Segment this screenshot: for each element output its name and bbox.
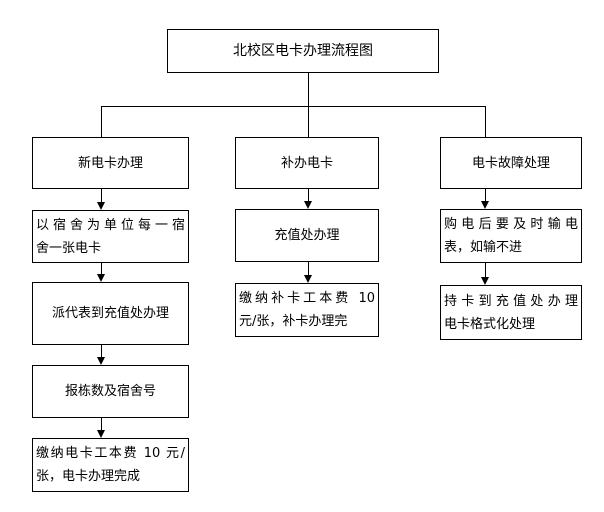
flow-box-recharge-office: 充值处办理	[235, 209, 379, 262]
flow-box-card-fault: 电卡故障处理	[440, 137, 582, 189]
flow-box-line: 元/张，补卡办理完	[239, 314, 348, 329]
flow-box-line: 以宿舍为单位每一宿	[36, 217, 185, 233]
flow-box-pay-card-fee-complete: 缴纳电卡工本费 10 元/ 张，电卡办理完成	[32, 438, 189, 492]
flow-box-pay-reissue-fee: 缴纳补卡工本费 10 元/张，补卡办理完	[235, 283, 379, 337]
flow-box-send-representative: 派代表到充值处办理	[32, 282, 189, 345]
arrow-left-2-head	[97, 274, 105, 282]
arrow-left-1-line	[101, 189, 102, 202]
arrow-left-4-line	[101, 418, 102, 430]
flow-box-label: 电卡故障处理	[471, 155, 550, 171]
flow-box-label: 派代表到充值处办理	[51, 306, 169, 321]
flow-box-line: 持卡到充值处办理	[444, 293, 578, 309]
flow-box-line: 缴纳补卡工本费 10	[239, 291, 375, 306]
arrow-right-2-head	[481, 277, 489, 285]
arrow-right-1-line	[485, 189, 486, 201]
flow-box-label: 充值处办理	[274, 228, 340, 243]
arrow-left-4-head	[97, 430, 105, 438]
arrow-middle-1-head	[304, 201, 312, 209]
arrow-right-1-head	[481, 201, 489, 209]
arrow-left-3-line	[101, 345, 102, 357]
connector-drop-left	[101, 106, 102, 137]
connector-drop-middle	[308, 106, 309, 137]
flow-box-input-meter: 购电后要及时输电 表，如输不进	[440, 209, 582, 263]
flow-box-reissue-card: 补办电卡	[235, 137, 379, 189]
flow-box-label: 补办电卡	[280, 155, 333, 171]
arrow-left-1-head	[97, 202, 105, 210]
flow-box-line: 电卡格式化处理	[444, 316, 536, 332]
connector-title-drop	[308, 73, 309, 106]
arrow-middle-2-line	[308, 262, 309, 275]
flow-box-dorm-unit: 以宿舍为单位每一宿 舍一张电卡	[32, 210, 189, 263]
flow-box-line: 缴纳电卡工本费 10 元/	[36, 446, 185, 461]
flow-box-title: 北校区电卡办理流程图	[167, 29, 439, 73]
flow-box-line: 表，如输不进	[444, 240, 523, 255]
flowchart-title: 北校区电卡办理流程图	[233, 42, 373, 59]
flow-box-line: 舍一张电卡	[36, 240, 102, 256]
flow-box-line: 购电后要及时输电	[444, 217, 578, 232]
flow-box-report-building-number: 报栋数及宿舍号	[32, 365, 189, 418]
flow-box-new-card: 新电卡办理	[32, 137, 189, 189]
arrow-left-3-head	[97, 357, 105, 365]
arrow-right-2-line	[485, 263, 486, 277]
arrow-middle-1-line	[308, 189, 309, 201]
flow-box-label: 新电卡办理	[77, 155, 143, 171]
flow-box-format-card: 持卡到充值处办理 电卡格式化处理	[440, 285, 582, 340]
arrow-left-2-line	[101, 263, 102, 274]
flow-box-line: 张，电卡办理完成	[36, 469, 141, 484]
flow-box-label: 报栋数及宿舍号	[64, 384, 156, 399]
connector-drop-right	[485, 106, 486, 137]
arrow-middle-2-head	[304, 275, 312, 283]
connector-branch-bar	[101, 106, 486, 107]
